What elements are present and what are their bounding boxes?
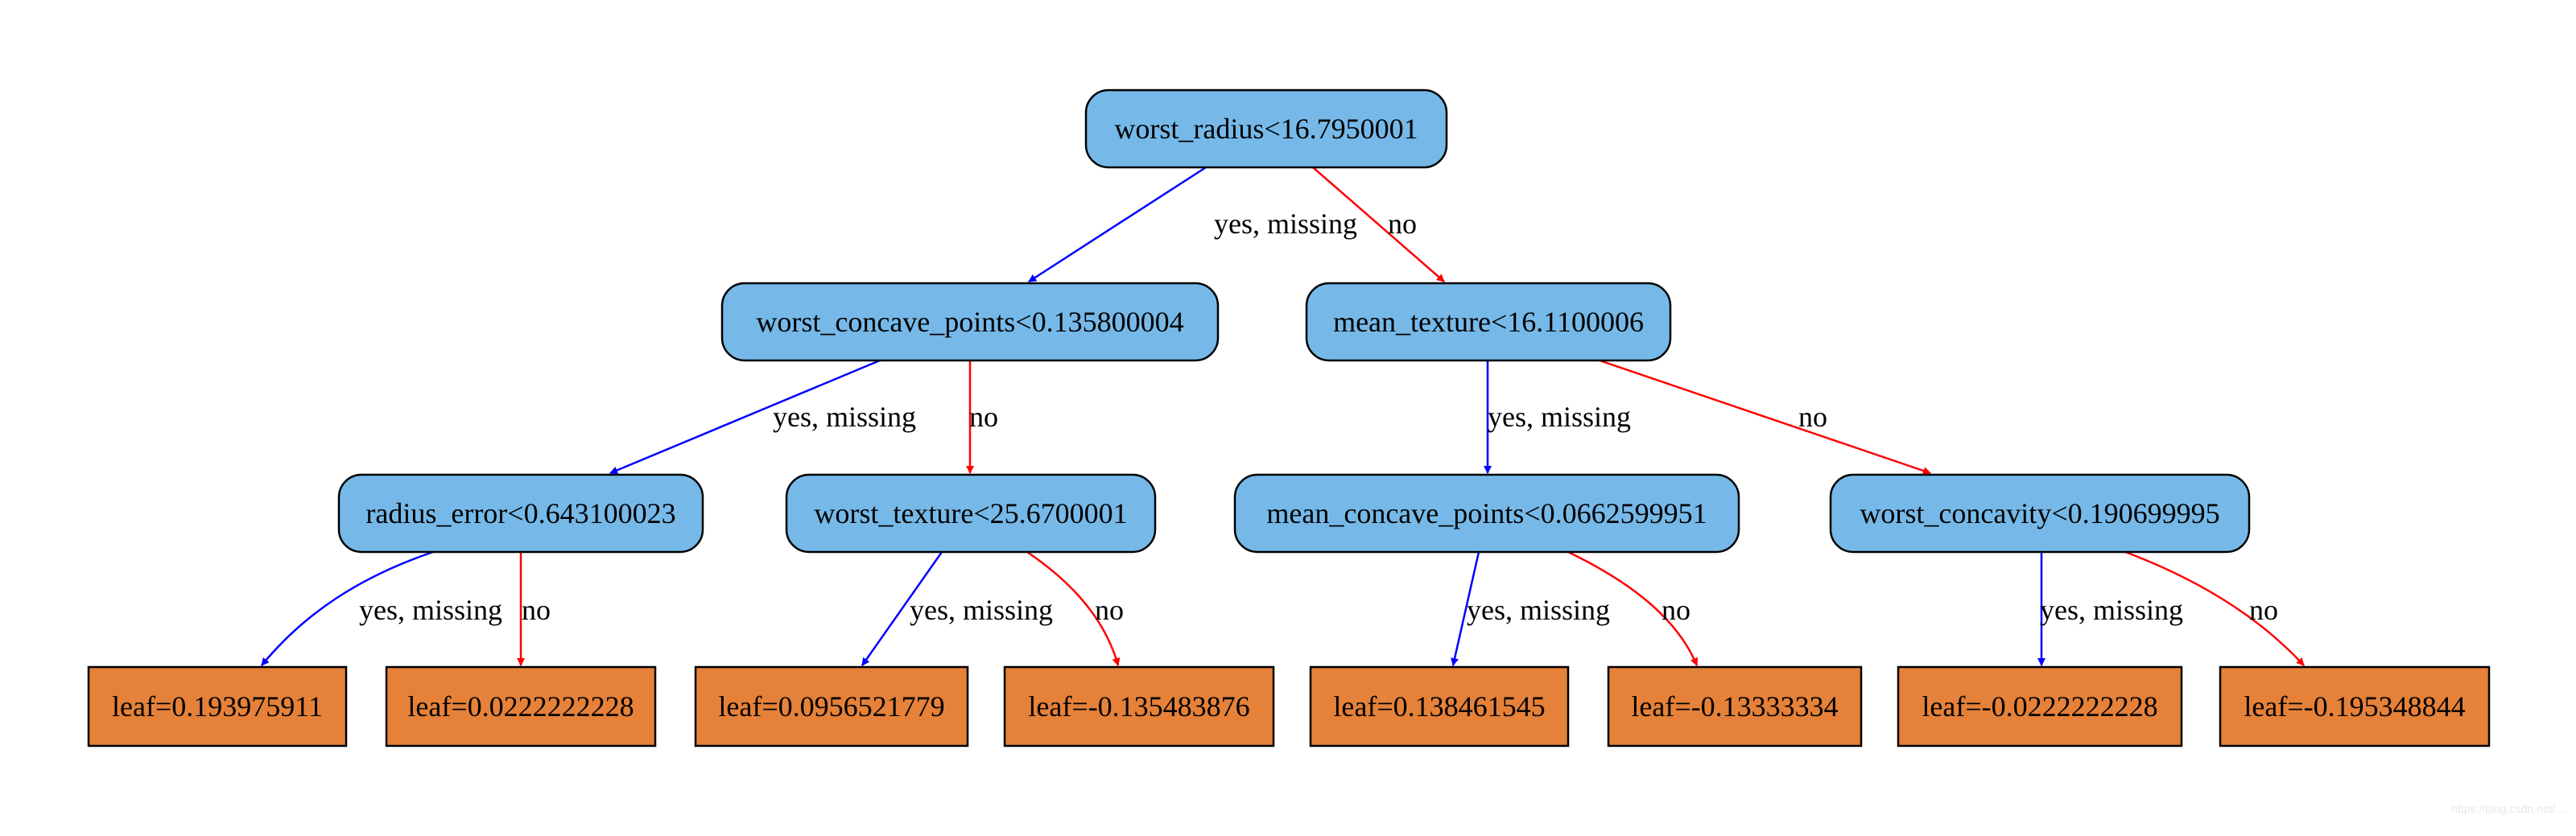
edge-n2-n5: yes, missing xyxy=(1484,360,1631,474)
leaf-value-label: leaf=-0.0222222228 xyxy=(1922,690,2157,723)
split-node-n3: radius_error<0.643100023 xyxy=(337,473,704,554)
edge-label: no xyxy=(1095,594,1124,626)
edge-label: yes, missing xyxy=(773,401,916,433)
edge-n3-l1: no xyxy=(517,552,551,666)
split-box xyxy=(785,473,1157,554)
split-condition-label: mean_concave_points<0.0662599951 xyxy=(1266,497,1707,529)
yes-branch-arrow xyxy=(1451,551,1480,666)
edge-n0-n1: yes, missing xyxy=(1028,166,1357,283)
leaf-node-l5: leaf=-0.13333334 xyxy=(1607,665,1863,747)
edge-n0-n2: no xyxy=(1312,167,1445,282)
edge-label: no xyxy=(2249,594,2278,626)
split-condition-label: worst_texture<25.6700001 xyxy=(814,497,1127,529)
leaf-node-l6: leaf=-0.0222222228 xyxy=(1897,665,2183,747)
edge-label: no xyxy=(1388,208,1417,240)
split-box xyxy=(1305,282,1672,362)
leaf-box xyxy=(1003,665,1275,747)
leaf-value-label: leaf=0.0222222228 xyxy=(407,690,634,723)
split-box xyxy=(337,473,704,554)
split-box xyxy=(1084,89,1448,169)
yes-branch-arrow xyxy=(261,550,434,666)
leaf-box xyxy=(1607,665,1863,747)
watermark-text: https://blog.csdn.net/... xyxy=(2451,802,2565,815)
leaf-box xyxy=(2219,665,2491,747)
edge-n2-n6: no xyxy=(1599,359,1931,475)
edge-label: no xyxy=(1662,594,1690,626)
edge-n4-l2: yes, missing xyxy=(861,551,1053,666)
edge-label: no xyxy=(1798,401,1827,433)
split-condition-label: worst_radius<16.7950001 xyxy=(1114,113,1418,145)
edge-label: no xyxy=(969,401,998,433)
split-condition-label: mean_texture<16.1100006 xyxy=(1333,306,1644,338)
edge-n5-l5: no xyxy=(1567,550,1699,666)
leaf-node-l3: leaf=-0.135483876 xyxy=(1003,665,1275,747)
no-branch-arrow xyxy=(1312,167,1445,282)
split-node-n0: worst_radius<16.7950001 xyxy=(1084,89,1448,169)
leaf-node-l1: leaf=0.0222222228 xyxy=(385,665,657,747)
leaf-value-label: leaf=-0.135483876 xyxy=(1028,690,1249,723)
leaf-value-label: leaf=0.0956521779 xyxy=(718,690,944,723)
leaf-box xyxy=(694,665,969,747)
no-branch-arrow xyxy=(1599,359,1931,475)
edge-n5-l4: yes, missing xyxy=(1451,551,1610,666)
edge-label: yes, missing xyxy=(1467,594,1610,626)
split-node-n6: worst_concavity<0.190699995 xyxy=(1829,473,2251,554)
leaf-value-label: leaf=0.138461545 xyxy=(1333,690,1545,723)
leaf-box xyxy=(385,665,657,747)
split-node-n5: mean_concave_points<0.0662599951 xyxy=(1233,473,1740,554)
leaf-value-label: leaf=0.193975911 xyxy=(112,690,323,723)
edge-n4-l3: no xyxy=(1026,550,1124,666)
edges-layer: yes, missing no yes, missing no yes, missing… xyxy=(261,166,2305,666)
edge-label: no xyxy=(522,594,551,626)
edge-label: yes, missing xyxy=(359,594,502,626)
leaf-box xyxy=(1309,665,1570,747)
no-branch-arrow xyxy=(1567,550,1699,666)
edge-n6-l7: no xyxy=(2124,550,2305,666)
yes-branch-arrow xyxy=(609,359,881,475)
leaf-node-l4: leaf=0.138461545 xyxy=(1309,665,1570,747)
nodes-layer: worst_radius<16.7950001 worst_concave_poi… xyxy=(87,89,2491,747)
leaf-node-l2: leaf=0.0956521779 xyxy=(694,665,969,747)
leaf-node-l0: leaf=0.193975911 xyxy=(87,665,348,747)
no-branch-arrow xyxy=(1026,550,1121,666)
edge-n1-n4: no xyxy=(966,360,998,474)
leaf-box xyxy=(1897,665,2183,747)
edge-n1-n3: yes, missing xyxy=(609,359,916,475)
split-condition-label: radius_error<0.643100023 xyxy=(365,497,675,529)
split-condition-label: worst_concave_points<0.135800004 xyxy=(756,306,1183,338)
split-box xyxy=(1829,473,2251,554)
edge-label: yes, missing xyxy=(1488,401,1631,433)
split-condition-label: worst_concavity<0.190699995 xyxy=(1860,497,2219,529)
split-node-n4: worst_texture<25.6700001 xyxy=(785,473,1157,554)
leaf-value-label: leaf=-0.195348844 xyxy=(2244,690,2465,723)
edge-label: yes, missing xyxy=(1214,208,1357,240)
yes-branch-arrow xyxy=(861,551,943,666)
split-node-n2: mean_texture<16.1100006 xyxy=(1305,282,1672,362)
yes-branch-arrow xyxy=(1028,166,1207,283)
leaf-value-label: leaf=-0.13333334 xyxy=(1631,690,1838,723)
edge-label: yes, missing xyxy=(2040,594,2183,626)
split-node-n1: worst_concave_points<0.135800004 xyxy=(720,282,1220,362)
no-branch-arrow xyxy=(2124,550,2305,666)
edge-label: yes, missing xyxy=(910,594,1053,626)
leaf-node-l7: leaf=-0.195348844 xyxy=(2219,665,2491,747)
edge-n6-l6: yes, missing xyxy=(2037,552,2183,666)
split-box xyxy=(720,282,1220,362)
edge-n3-l0: yes, missing xyxy=(261,550,502,666)
leaf-box xyxy=(87,665,348,747)
split-box xyxy=(1233,473,1740,554)
